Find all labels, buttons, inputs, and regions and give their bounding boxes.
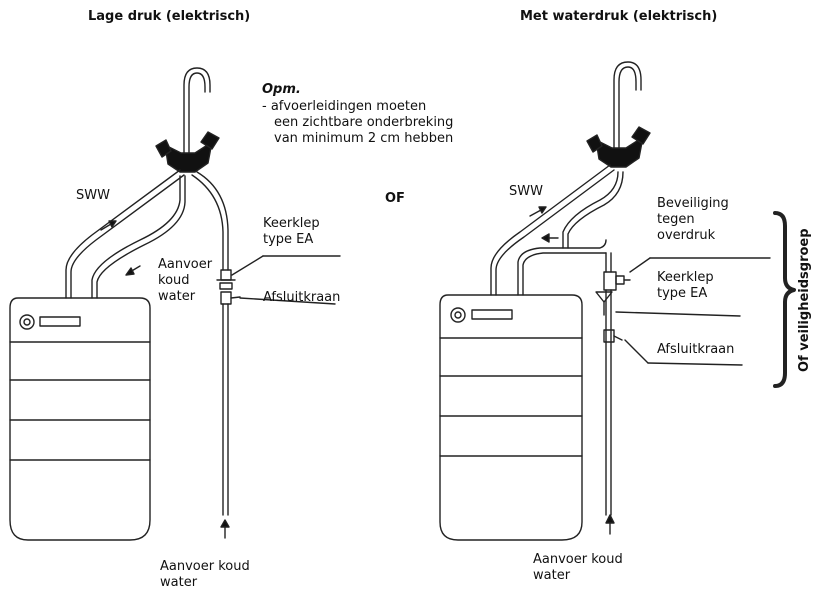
right-pressure-label-1: Beveiliging xyxy=(657,196,729,211)
right-shutoff-valve-label: Afsluitkraan xyxy=(657,342,735,357)
right-boiler xyxy=(439,294,583,541)
note-line-1: - afvoerleidingen moeten xyxy=(262,99,427,114)
left-bottom-supply-label-1: Aanvoer koud xyxy=(160,559,250,574)
right-faucet xyxy=(586,61,651,168)
left-shutoff-valve-label: Afsluitkraan xyxy=(263,290,341,305)
safety-group-brace xyxy=(773,211,796,388)
left-faucet xyxy=(155,67,220,173)
right-check-valve-label-2: type EA xyxy=(657,286,708,301)
left-boiler xyxy=(9,297,151,541)
left-pipes xyxy=(65,169,341,516)
or-separator: OF xyxy=(385,191,405,206)
note-heading: Opm. xyxy=(262,82,301,97)
left-cold-supply-label-3: water xyxy=(158,289,196,304)
right-pressure-label-3: overdruk xyxy=(657,228,716,243)
right-hot-water-label: SWW xyxy=(509,184,543,199)
left-flow-arrows xyxy=(100,220,230,539)
right-title: Met waterdruk (elektrisch) xyxy=(520,9,718,24)
safety-group-label: Of veiligheidsgroep xyxy=(797,228,812,372)
right-flow-arrows xyxy=(529,206,615,535)
right-bottom-supply-label-1: Aanvoer koud xyxy=(533,552,623,567)
left-title: Lage druk (elektrisch) xyxy=(88,9,251,24)
left-check-valve-label-2: type EA xyxy=(263,232,314,247)
note-line-2: een zichtbare onderbreking xyxy=(274,115,454,130)
right-pipes xyxy=(490,164,771,516)
note-line-3: van minimum 2 cm hebben xyxy=(274,131,454,146)
left-cold-supply-label-2: koud xyxy=(158,273,190,288)
right-check-valve-label-1: Keerklep xyxy=(657,270,714,285)
left-hot-water-label: SWW xyxy=(76,188,110,203)
right-bottom-supply-label-2: water xyxy=(533,568,571,583)
left-bottom-supply-label-2: water xyxy=(160,575,198,590)
left-check-valve-label-1: Keerklep xyxy=(263,216,320,231)
right-pressure-label-2: tegen xyxy=(657,212,695,227)
left-cold-supply-label-1: Aanvoer xyxy=(158,257,213,272)
